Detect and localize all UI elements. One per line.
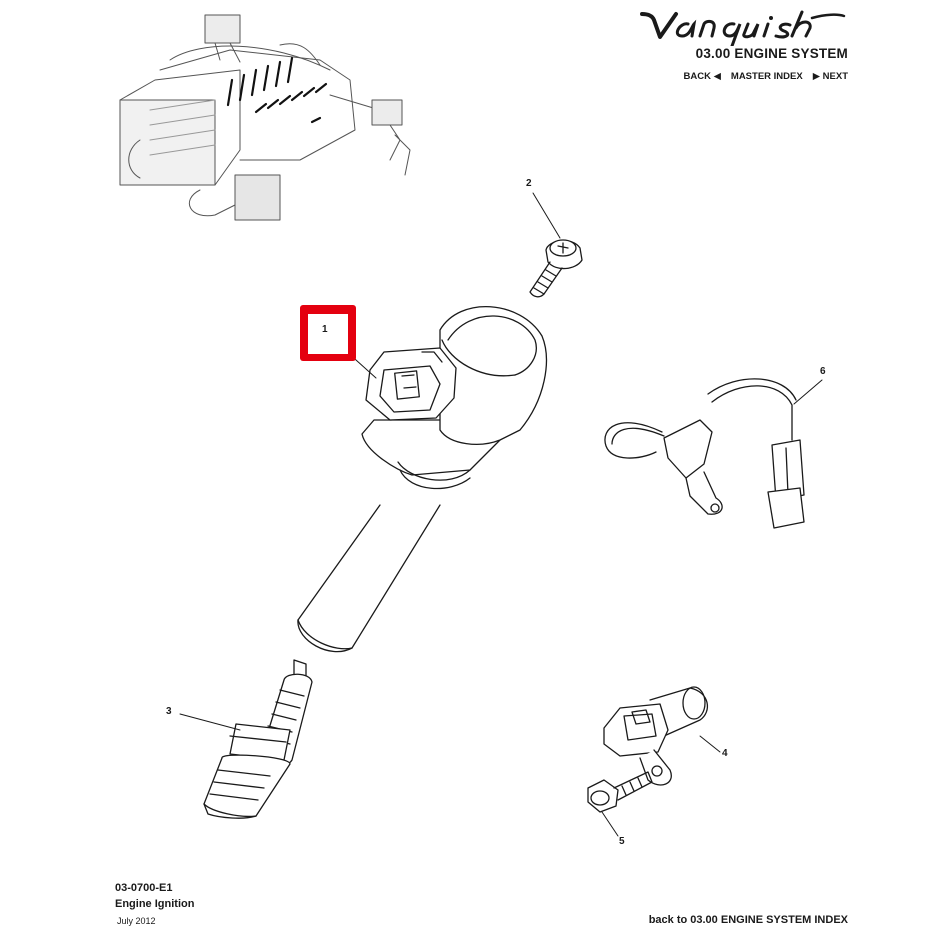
spark-plug-part-3	[203, 659, 313, 819]
callout-4[interactable]: 4	[722, 748, 728, 759]
ignition-coil-part-1	[297, 306, 548, 653]
document-name: Engine Ignition	[115, 898, 195, 910]
back-arrow-icon: ◀	[713, 71, 721, 82]
callout-6[interactable]: 6	[820, 366, 826, 377]
callout-2[interactable]: 2	[526, 178, 532, 189]
callout-1[interactable]: 1	[322, 324, 328, 335]
next-arrow-icon: ▶	[812, 71, 821, 82]
callout-highlight-box[interactable]	[300, 305, 356, 361]
ignition-coil-row	[226, 56, 328, 124]
back-to-index-link[interactable]: back to 03.00 ENGINE SYSTEM INDEX	[648, 914, 848, 926]
engine-overview-thumbnail	[119, 14, 411, 221]
sensor-part-4	[603, 686, 709, 786]
callout-5[interactable]: 5	[619, 836, 625, 847]
navigation-bar: BACK ◀ MASTER INDEX ▶ NEXT	[684, 71, 849, 82]
document-code: 03-0700-E1	[115, 882, 173, 894]
master-index-link[interactable]: MASTER INDEX	[730, 71, 803, 82]
bolt-part-5	[587, 771, 653, 813]
section-title: 03.00 ENGINE SYSTEM	[695, 46, 848, 61]
vanquish-logo	[640, 10, 846, 46]
next-link[interactable]: ▶ NEXT	[812, 71, 848, 82]
sensor-lead-part-6	[604, 378, 805, 529]
document-date: July 2012	[117, 916, 156, 926]
callout-3[interactable]: 3	[166, 706, 172, 717]
back-link[interactable]: BACK ◀	[683, 71, 721, 82]
screw-part-2	[529, 239, 583, 298]
